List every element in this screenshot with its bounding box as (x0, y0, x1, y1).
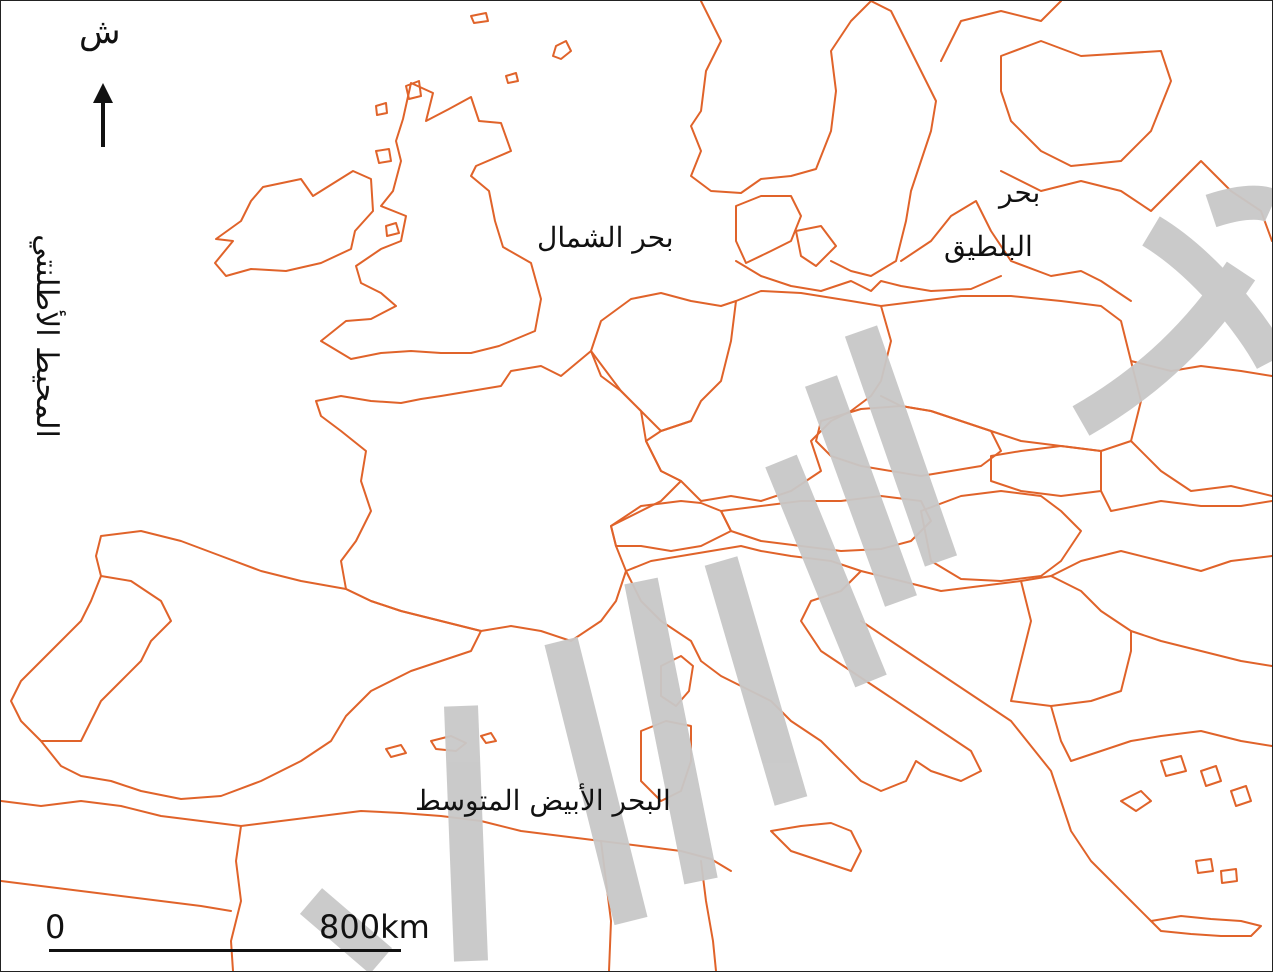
north-coast (735, 260, 1002, 292)
watermark (299, 185, 1272, 971)
greece-outline (1050, 705, 1272, 762)
benelux-outline (590, 292, 737, 432)
finland-outline (940, 1, 1172, 167)
sweden-outline (830, 1, 937, 277)
portugal-border (40, 575, 172, 742)
north-arrow-icon (93, 83, 113, 103)
scale-bar-start: 0 (45, 908, 66, 946)
iberia-outline (10, 530, 482, 800)
north-africa-border-3 (700, 860, 717, 971)
baltic-sea-label-line2: البلطيق (944, 230, 1033, 263)
baltic-coast (900, 200, 1132, 302)
bulgaria-outline (1050, 550, 1272, 577)
greece-islands (1120, 755, 1252, 884)
denmark-outline (735, 195, 837, 267)
crete-outline (1150, 915, 1262, 937)
baltic-sea-label-line1: بحر (999, 176, 1041, 209)
north-arrow-shaft (101, 99, 105, 147)
hungary-outline (920, 490, 1082, 582)
switzerland-outline (610, 500, 732, 552)
ireland-outline (214, 170, 374, 277)
hebrides (375, 148, 400, 237)
faroe-islands (470, 12, 572, 84)
north-africa-coast (1, 800, 732, 872)
great-britain-outline (320, 82, 542, 360)
scandinavia-outline (690, 1, 872, 194)
mediterranean-sea-label: البحر الأبيض المتوسط (415, 784, 671, 817)
atlantic-ocean-label: المحيط الأطلنتي (29, 234, 64, 438)
balkans-outline (860, 570, 1272, 667)
north-sea-label: بحر الشمال (537, 221, 674, 254)
north-africa-border-4 (1, 880, 232, 912)
serbia-outline (1010, 580, 1132, 707)
slovakia-outline (990, 445, 1102, 497)
scale-bar (49, 949, 401, 952)
scale-bar-end: 800km (319, 908, 430, 946)
france-outline (315, 350, 682, 642)
east-border-2 (1130, 440, 1272, 497)
balkans-coast (860, 620, 1152, 922)
east-border-3 (1100, 450, 1272, 512)
shetland (375, 80, 422, 116)
sicily-outline (770, 822, 862, 872)
north-indicator-label: ش (79, 12, 121, 52)
